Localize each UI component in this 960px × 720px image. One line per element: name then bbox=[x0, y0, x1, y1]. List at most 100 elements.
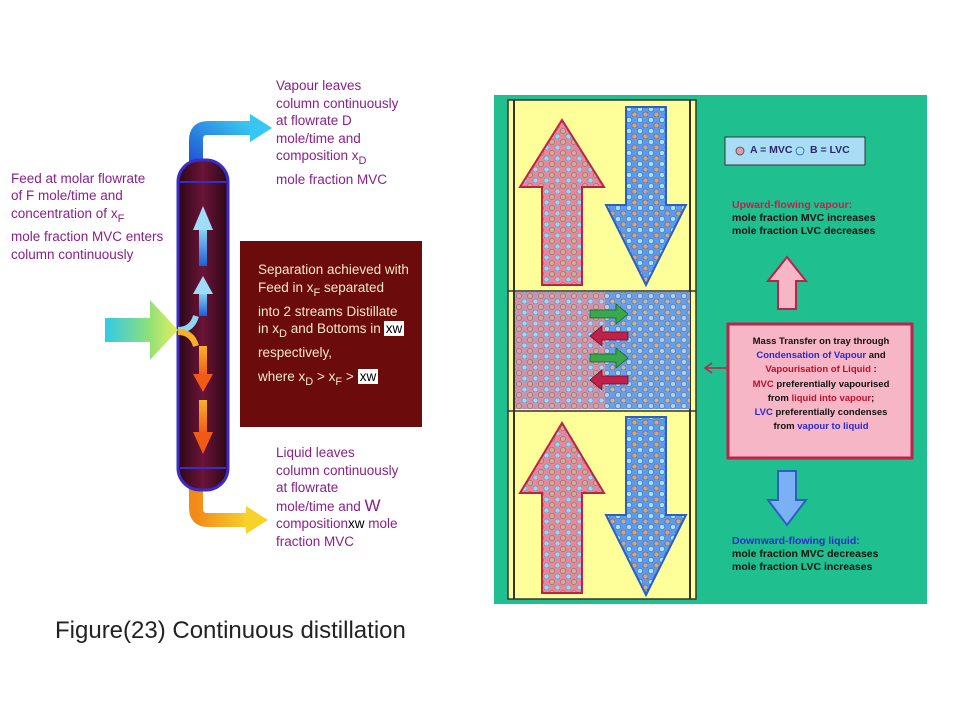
liquid-description: Liquid leaves column continuously at flo… bbox=[276, 444, 398, 551]
mass-transfer-box bbox=[726, 322, 914, 460]
mvc-label: MVC bbox=[752, 378, 774, 390]
upward-vapour-line-2: mole fraction LVC decreases bbox=[732, 225, 876, 237]
vapour-outlet-arrow bbox=[189, 114, 272, 168]
liquid-line-6: fraction MVC bbox=[276, 533, 355, 549]
upper-liquid-down-arrow bbox=[604, 106, 688, 288]
upward-vapour-line-1: mole fraction MVC increases bbox=[732, 212, 876, 224]
vapour-line-4: mole/time and bbox=[276, 130, 361, 146]
mass-transfer-line-2-post: and bbox=[866, 350, 886, 362]
separation-line-1: Separation achieved with bbox=[258, 262, 409, 277]
separation-line-5: respectively, bbox=[258, 345, 333, 361]
vapour-line-5-subscript: D bbox=[358, 155, 367, 168]
feed-line-2: of F mole/time and bbox=[11, 188, 123, 204]
feed-line-3-subscript: F bbox=[117, 212, 125, 225]
upper-vapour-up-arrow bbox=[518, 118, 606, 286]
separation-line-2-subscript: F bbox=[313, 286, 321, 299]
mass-transfer-line-1: Mass Transfer on tray through bbox=[752, 336, 890, 347]
figure-caption: Figure(23) Continuous distillation bbox=[55, 617, 406, 644]
feed-line-4: mole fraction MVC enters bbox=[11, 229, 164, 245]
liquid-line-4: mole/time and W bbox=[276, 495, 398, 516]
mass-transfer-line-5: from liquid into vapour; bbox=[734, 392, 908, 406]
vapour-line-5: composition xD bbox=[276, 147, 398, 171]
mass-transfer-line-3-post: : bbox=[870, 364, 877, 376]
lower-liquid-down-arrow bbox=[604, 416, 688, 598]
downward-liquid-title: Downward-flowing liquid: bbox=[732, 535, 860, 547]
mass-transfer-line-5-pre: from bbox=[767, 392, 792, 404]
condensation-label: Condensation of Vapour bbox=[756, 350, 867, 362]
vapour-direction-arrow bbox=[765, 255, 809, 310]
legend-a-dot bbox=[735, 146, 745, 156]
separation-line-2-post: separated bbox=[320, 279, 385, 295]
separation-line-4-subscript: D bbox=[279, 328, 287, 341]
feed-line-5: column continuously bbox=[11, 246, 134, 262]
legend-a-label: A = MVC bbox=[750, 144, 793, 156]
legend-box bbox=[724, 136, 866, 166]
upward-vapour-title: Upward-flowing vapour: bbox=[732, 199, 853, 211]
mass-transfer-line-7: from vapour to liquid bbox=[734, 420, 908, 434]
liquid-outlet-arrow bbox=[189, 480, 268, 534]
feed-description: Feed at molar flowrate of F mole/time an… bbox=[11, 170, 163, 263]
vapour-line-6: mole fraction MVC bbox=[276, 171, 388, 187]
feed-line-1: Feed at molar flowrate bbox=[11, 171, 146, 186]
liquid-direction-arrow bbox=[765, 470, 809, 527]
internal-liquid-down-arrows bbox=[193, 346, 213, 454]
feed-inlet-arrow bbox=[105, 300, 178, 360]
mass-transfer-line-3: Vapourisation of Liquid : bbox=[734, 363, 908, 377]
liquid-line-5-post: mole bbox=[364, 516, 398, 532]
separation-line-6-mid: > x bbox=[313, 368, 336, 384]
vapour-description: Vapour leaves column continuously at flo… bbox=[276, 77, 398, 189]
vapour-line-5-text: composition x bbox=[276, 148, 359, 164]
downward-liquid-text: Downward-flowing liquid: mole fraction M… bbox=[732, 535, 878, 574]
separation-box: Separation achieved with Feed in xF sepa… bbox=[240, 241, 422, 427]
upward-vapour-text: Upward-flowing vapour: mole fraction MVC… bbox=[732, 199, 876, 238]
legend-b-dot bbox=[795, 146, 805, 156]
mass-transfer-line-5-post: ; bbox=[871, 392, 875, 404]
mass-transfer-line-4: MVC preferentially vapourised bbox=[734, 378, 908, 392]
separation-line-2: Feed in xF separated bbox=[258, 279, 409, 303]
mass-transfer-line-2: Condensation of Vapour and bbox=[734, 349, 908, 363]
vapour-line-2: column continuously bbox=[276, 95, 399, 111]
separation-line-3: into 2 streams Distillate bbox=[258, 303, 398, 319]
separation-line-6-text: where x bbox=[258, 368, 306, 384]
mass-transfer-line-7-pre: from bbox=[773, 421, 798, 433]
separation-line-6-post: > bbox=[342, 368, 354, 384]
liquid-line-2: column continuously bbox=[276, 462, 399, 478]
mass-transfer-line-6-post: preferentially condenses bbox=[772, 407, 888, 419]
separation-line-6-subscript-d: D bbox=[305, 375, 314, 388]
separation-line-4-xw-box: xw bbox=[383, 321, 405, 337]
vapourisation-label: Vapourisation of Liquid bbox=[765, 364, 871, 376]
legend-b-label: B = LVC bbox=[810, 144, 850, 156]
liquid-line-4-w: W bbox=[364, 495, 381, 515]
distillation-column bbox=[176, 158, 230, 492]
distillation-column-graphic bbox=[105, 114, 272, 534]
lower-vapour-up-arrow bbox=[518, 421, 606, 594]
mass-transfer-diagram: A = MVC B = LVC Upward-flowing vapour: m… bbox=[494, 95, 927, 604]
liquid-line-5-text: composition bbox=[276, 516, 349, 532]
separation-line-6: where xD > xF >xw bbox=[258, 368, 409, 392]
downward-liquid-line-1: mole fraction MVC decreases bbox=[732, 548, 879, 560]
mass-transfer-line-4-post: preferentially vapourised bbox=[773, 378, 890, 390]
feed-line-3-text: concentration of x bbox=[11, 205, 118, 221]
liquid-line-3: at flowrate bbox=[276, 480, 339, 496]
mass-transfer-graphic bbox=[494, 95, 927, 604]
vapour-to-liquid-label: vapour to liquid bbox=[797, 421, 869, 433]
liquid-line-5: compositionxw mole bbox=[276, 515, 398, 533]
lvc-label: LVC bbox=[754, 407, 773, 419]
liquid-line-4-text: mole/time and bbox=[276, 498, 365, 514]
separation-line-4-text: in x bbox=[258, 321, 280, 337]
vapour-line-3: at flowrate D bbox=[276, 113, 352, 129]
separation-line-4-post: and Bottoms in bbox=[286, 321, 381, 337]
downward-liquid-line-2: mole fraction LVC increases bbox=[732, 561, 873, 573]
separation-line-2-text: Feed in x bbox=[258, 279, 314, 295]
vapour-line-1: Vapour leaves bbox=[276, 78, 362, 93]
tray-transfer-arrows bbox=[589, 303, 629, 391]
liquid-line-5-xw: xw bbox=[348, 516, 365, 532]
separation-line-6-subscript-f: F bbox=[335, 375, 343, 388]
mass-transfer-text: Mass Transfer on tray through Condensati… bbox=[734, 335, 908, 434]
mass-transfer-line-6: LVC preferentially condenses bbox=[734, 406, 908, 420]
separation-line-6-xw-box: xw bbox=[357, 368, 379, 384]
liquid-line-1: Liquid leaves bbox=[276, 445, 355, 460]
liquid-into-vapour-label: liquid into vapour bbox=[791, 392, 872, 404]
feed-line-3: concentration of xF bbox=[11, 205, 163, 228]
